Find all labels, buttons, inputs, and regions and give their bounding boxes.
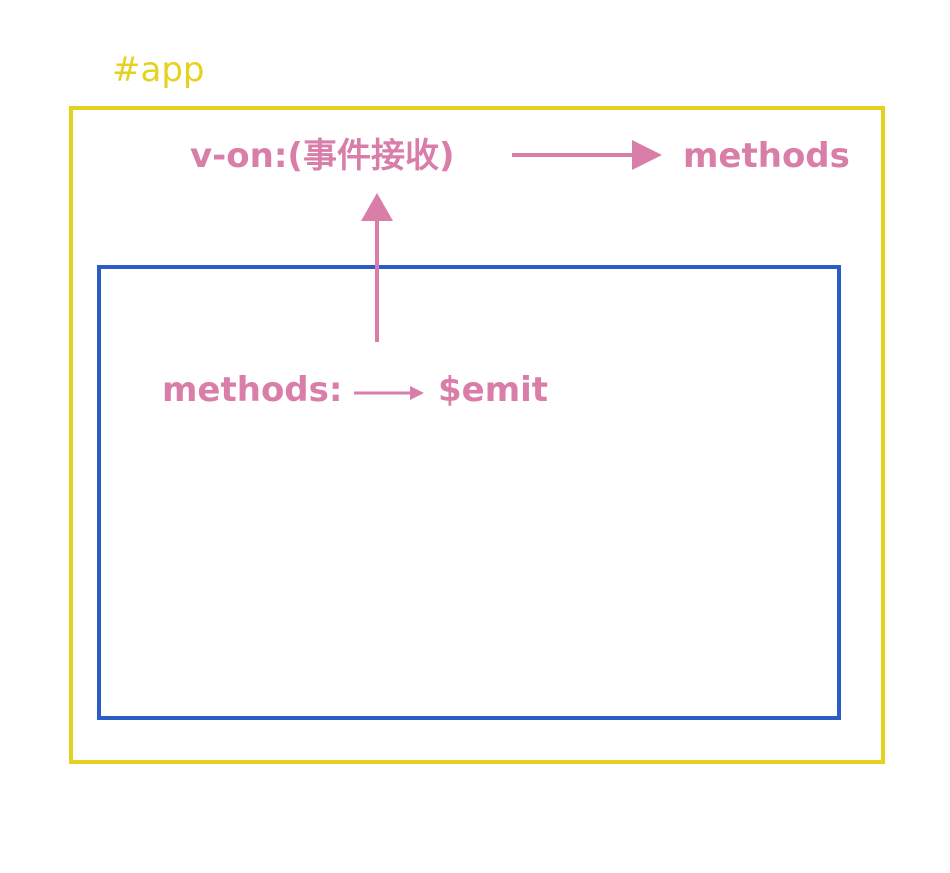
parent-methods-label: methods [683, 136, 850, 176]
child-component-box [97, 265, 841, 720]
emit-label: $emit [438, 370, 549, 410]
app-label: #app [112, 50, 205, 90]
child-methods-label: methods: [162, 370, 343, 410]
app-container-box [69, 106, 885, 764]
v-on-event-label: v-on:(事件接收) [190, 136, 455, 176]
